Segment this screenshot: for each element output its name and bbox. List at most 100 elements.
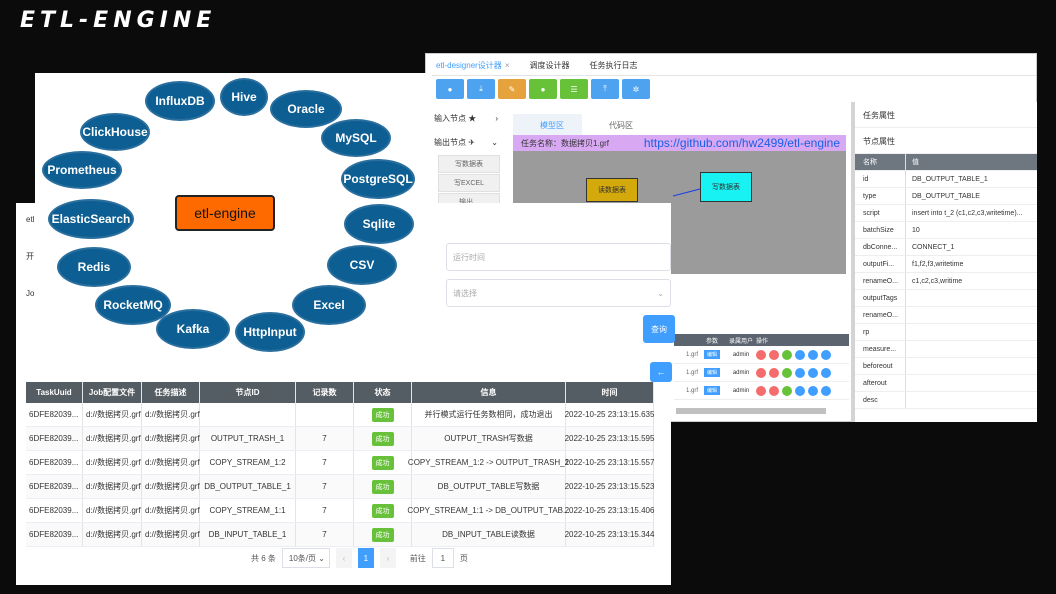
op-icon[interactable] xyxy=(808,367,818,378)
query-button[interactable]: 查询 xyxy=(643,315,675,343)
prop-value[interactable] xyxy=(905,392,1037,408)
op-icon[interactable] xyxy=(782,349,792,360)
prop-row[interactable]: outputTags xyxy=(855,290,1037,307)
column-header[interactable]: 节点ID xyxy=(200,382,296,403)
op-icon[interactable] xyxy=(795,385,805,396)
edit-icon[interactable]: ✎ xyxy=(498,79,526,99)
edit-button[interactable]: 编辑 xyxy=(703,350,720,359)
prop-row[interactable]: beforeout xyxy=(855,358,1037,375)
scrollbar[interactable] xyxy=(676,408,826,414)
op-icon[interactable] xyxy=(821,367,831,378)
node-write-excel[interactable]: 写EXCEL xyxy=(438,174,500,192)
prop-row[interactable]: rp xyxy=(855,324,1037,341)
owner: admin xyxy=(732,351,750,358)
tab-code[interactable]: 代码区 xyxy=(609,121,633,130)
prop-row[interactable]: outputFi...f1,f2,f3,writetime xyxy=(855,256,1037,273)
prop-value[interactable] xyxy=(905,341,1037,357)
back-icon[interactable]: ← xyxy=(650,362,672,382)
repo-url[interactable]: https://github.com/hw2499/etl-engine xyxy=(643,136,840,150)
menu-output-nodes[interactable]: 输出节点 ✈⌄ xyxy=(426,130,504,154)
prop-value[interactable] xyxy=(905,324,1037,340)
op-icon[interactable] xyxy=(821,385,831,396)
page-size-select[interactable]: 10条/页⌄ xyxy=(281,548,330,568)
page-number[interactable]: 1 xyxy=(357,548,374,568)
menu-input-nodes[interactable]: 输入节点 ★› xyxy=(426,106,504,130)
op-icon[interactable] xyxy=(769,349,779,360)
op-icon[interactable] xyxy=(795,367,805,378)
prop-value[interactable]: CONNECT_1 xyxy=(905,239,1037,255)
prop-value[interactable]: f1,f2,f3,writetime xyxy=(905,256,1037,272)
column-header[interactable]: 时间 xyxy=(566,382,654,403)
prop-row[interactable]: afterout xyxy=(855,375,1037,392)
prop-value[interactable] xyxy=(905,358,1037,374)
prop-value[interactable] xyxy=(905,375,1037,391)
prop-value[interactable]: DB_OUTPUT_TABLE xyxy=(905,188,1037,204)
column-header[interactable]: 任务描述 xyxy=(142,382,200,403)
prop-value[interactable]: 10 xyxy=(905,222,1037,238)
file-name: 1.grf xyxy=(685,387,698,394)
op-icon[interactable] xyxy=(821,349,831,360)
prop-value[interactable] xyxy=(905,290,1037,306)
op-icon[interactable] xyxy=(756,349,766,360)
table-cell: DB_INPUT_TABLE_1 xyxy=(200,523,296,546)
node-write-table[interactable]: 写数据表 xyxy=(438,155,500,173)
goto-input[interactable]: 1 xyxy=(431,548,454,568)
prop-row[interactable]: renameO...c1,c2,c3,writime xyxy=(855,273,1037,290)
prop-value[interactable] xyxy=(905,307,1037,323)
prop-row[interactable]: measure... xyxy=(855,341,1037,358)
status-badge: 成功 xyxy=(371,479,394,494)
op-icon[interactable] xyxy=(808,385,818,396)
edit-button[interactable]: 编辑 xyxy=(703,386,720,395)
column-header[interactable]: TaskUuid xyxy=(26,382,83,403)
list-icon[interactable]: ☰ xyxy=(560,79,588,99)
status-select[interactable]: 请选择⌄ xyxy=(446,279,671,307)
tab-model[interactable]: 模型区 xyxy=(513,114,582,135)
op-icon[interactable] xyxy=(769,385,779,396)
circle-icon[interactable]: ● xyxy=(436,79,464,99)
prop-value[interactable]: c1,c2,c3,writime xyxy=(905,273,1037,289)
prop-row[interactable]: desc xyxy=(855,392,1037,409)
settings-icon[interactable]: ✲ xyxy=(622,79,650,99)
prop-value[interactable]: DB_OUTPUT_TABLE_1 xyxy=(905,171,1037,187)
close-icon[interactable]: × xyxy=(504,61,510,70)
prev-page-button[interactable]: ‹ xyxy=(335,548,352,568)
column-header[interactable]: 信息 xyxy=(412,382,566,403)
op-icon[interactable] xyxy=(756,367,766,378)
op-icon[interactable] xyxy=(782,367,792,378)
edit-button[interactable]: 编辑 xyxy=(703,368,720,377)
column-header[interactable]: Job配置文件 xyxy=(83,382,142,403)
download-icon[interactable]: ⤓ xyxy=(467,79,495,99)
op-icon[interactable] xyxy=(769,367,779,378)
time-input[interactable]: 运行时间 xyxy=(446,243,671,271)
tab-etl-designer[interactable]: etl-designer设计器× xyxy=(426,54,519,75)
op-icon[interactable] xyxy=(756,385,766,396)
prop-value[interactable]: insert into t_2 (c1,c2,c3,writetime)... xyxy=(905,205,1037,221)
tab-schedule-designer[interactable]: 调度设计器 xyxy=(529,61,570,70)
prop-row[interactable]: renameO... xyxy=(855,307,1037,324)
op-icon[interactable] xyxy=(808,349,818,360)
run-icon[interactable]: ● xyxy=(529,79,557,99)
table-cell: DB_INPUT_TABLE读数据 xyxy=(412,523,566,546)
op-icon[interactable] xyxy=(782,385,792,396)
column-header[interactable]: 状态 xyxy=(354,382,412,403)
prop-row[interactable]: dbConne...CONNECT_1 xyxy=(855,239,1037,256)
node-read-table[interactable]: 读数据表 xyxy=(586,178,638,202)
upload-icon[interactable]: ⤒ xyxy=(591,79,619,99)
next-page-button[interactable]: › xyxy=(379,548,396,568)
table-cell: 6DFE82039... xyxy=(26,403,83,426)
node-write-table-canvas[interactable]: 写数据表 xyxy=(700,172,752,202)
tab-task-log[interactable]: 任务执行日志 xyxy=(589,61,638,70)
op-icon[interactable] xyxy=(795,349,805,360)
toolbar: ●⤓✎●☰⤒✲ xyxy=(436,79,650,99)
column-header[interactable]: 记录数 xyxy=(296,382,354,403)
